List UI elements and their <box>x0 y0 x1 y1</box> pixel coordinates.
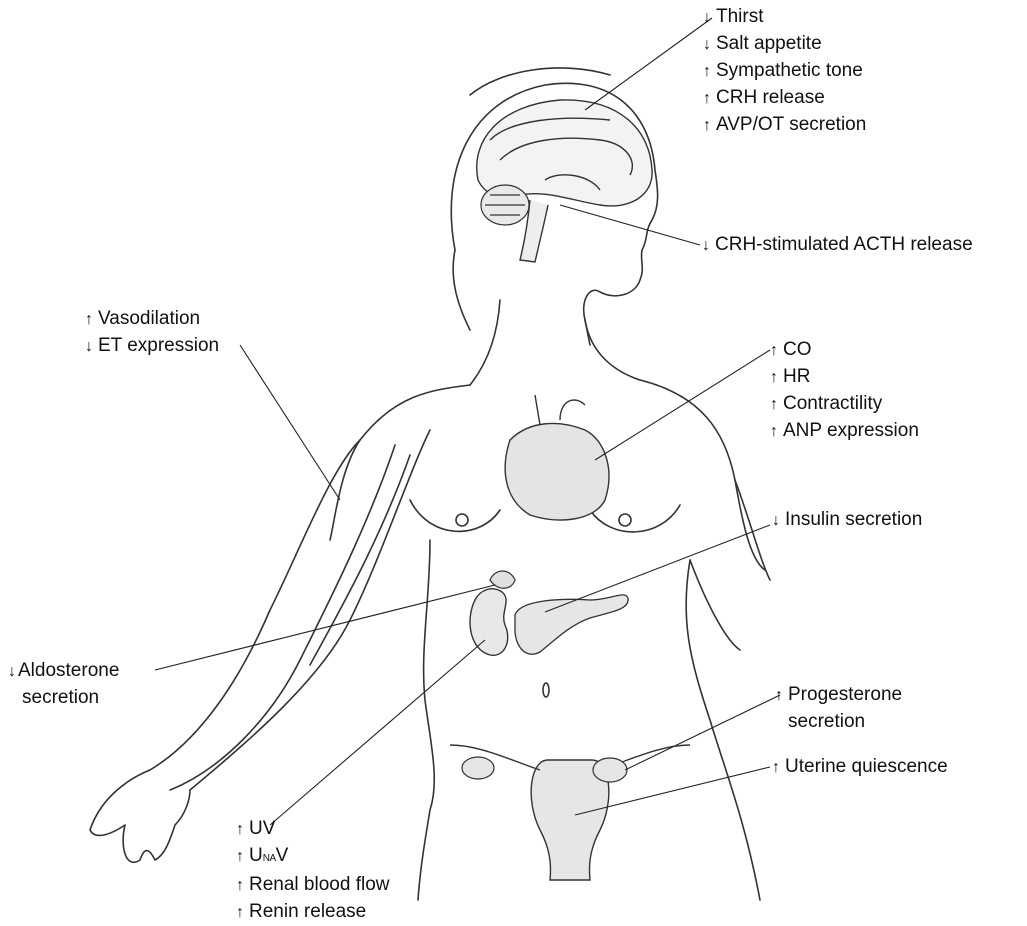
leader-brain <box>585 18 712 110</box>
leader-ovary <box>625 695 780 770</box>
pituitary-effect-acth: ↓CRH-stimulated ACTH release <box>702 232 973 259</box>
torso-left <box>330 385 470 540</box>
leader-pancreas <box>545 525 770 612</box>
brain-effect-crh-release: ↑CRH release <box>703 85 866 112</box>
leader-vessels <box>240 345 340 500</box>
leader-adrenal <box>155 585 495 670</box>
ovary-effect-line2: secretion <box>775 709 902 735</box>
cerebellum <box>481 185 529 225</box>
uterus-effect-quiescence: ↑Uterine quiescence <box>772 754 948 781</box>
adrenal-effect-line2: secretion <box>8 685 119 711</box>
heart-effect-contractility: ↑Contractility <box>770 391 919 418</box>
ovary-right <box>593 758 627 782</box>
neck-right <box>585 320 640 380</box>
neck-left <box>470 300 500 385</box>
uterus-effects: ↑Uterine quiescence <box>772 754 948 781</box>
brain-effect-sympathetic-tone: ↑Sympathetic tone <box>703 58 866 85</box>
brain-effect-avp-ot-secretion: ↑AVP/OT secretion <box>703 112 866 139</box>
ovary-effects: ↑Progesterone secretion <box>775 682 902 735</box>
breast-right <box>590 505 680 532</box>
head-back-outline <box>453 250 470 330</box>
kidney-effect-renin-release: ↑Renin release <box>236 899 389 926</box>
kidney-effect-renal-blood-flow: ↑Renal blood flow <box>236 872 389 899</box>
pancreas <box>515 595 628 654</box>
ovary-left <box>462 757 494 779</box>
torso-right <box>640 380 765 570</box>
navel <box>543 683 549 697</box>
brain-effect-salt-appetite: ↓Salt appetite <box>703 31 866 58</box>
heart-effect-co: ↑CO <box>770 337 919 364</box>
leader-pituitary <box>560 205 700 245</box>
pituitary-effects: ↓CRH-stimulated ACTH release <box>702 232 973 259</box>
vessel-effect-et-expression: ↓ET expression <box>85 333 219 360</box>
waist-left <box>418 540 434 900</box>
adrenal-effect-line1: ↓Aldosterone <box>8 658 119 685</box>
kidney <box>470 589 508 656</box>
kidney-effects: ↑UV ↑UNAV ↑Renal blood flow ↑Renin relea… <box>236 816 389 926</box>
nipple-right <box>619 514 631 526</box>
heart-effects: ↑CO ↑HR ↑Contractility ↑ANP expression <box>770 337 919 445</box>
adrenal-effects: ↓Aldosterone secretion <box>8 658 119 711</box>
nipple-left <box>456 514 468 526</box>
arm-upper <box>150 440 360 770</box>
leader-heart <box>595 350 770 460</box>
kidney-effect-uv: ↑UV <box>236 816 389 843</box>
waist-right <box>686 560 760 900</box>
pancreas-effect-insulin: ↓Insulin secretion <box>772 507 922 534</box>
heart-effect-hr: ↑HR <box>770 364 919 391</box>
ovary-effect-line1: ↑Progesterone <box>775 682 902 709</box>
breast-left <box>410 500 500 531</box>
hair-line <box>470 68 610 95</box>
arm-right <box>735 480 770 580</box>
leader-kidney <box>270 640 485 825</box>
hand <box>90 770 190 862</box>
arm-vessel-2 <box>310 455 410 665</box>
vessel-effect-vasodilation: ↑Vasodilation <box>85 306 219 333</box>
brain-effects: ↓Thirst ↓Salt appetite ↑Sympathetic tone… <box>703 4 866 139</box>
heart <box>505 395 609 520</box>
arm-right-inner <box>690 560 740 650</box>
kidney-effect-unav: ↑UNAV <box>236 843 389 872</box>
brain-effect-thirst: ↓Thirst <box>703 4 866 31</box>
arm-vessel-1 <box>170 445 395 790</box>
heart-effect-anp-expression: ↑ANP expression <box>770 418 919 445</box>
vessel-effects: ↑Vasodilation ↓ET expression <box>85 306 219 360</box>
pancreas-effects: ↓Insulin secretion <box>772 507 922 534</box>
